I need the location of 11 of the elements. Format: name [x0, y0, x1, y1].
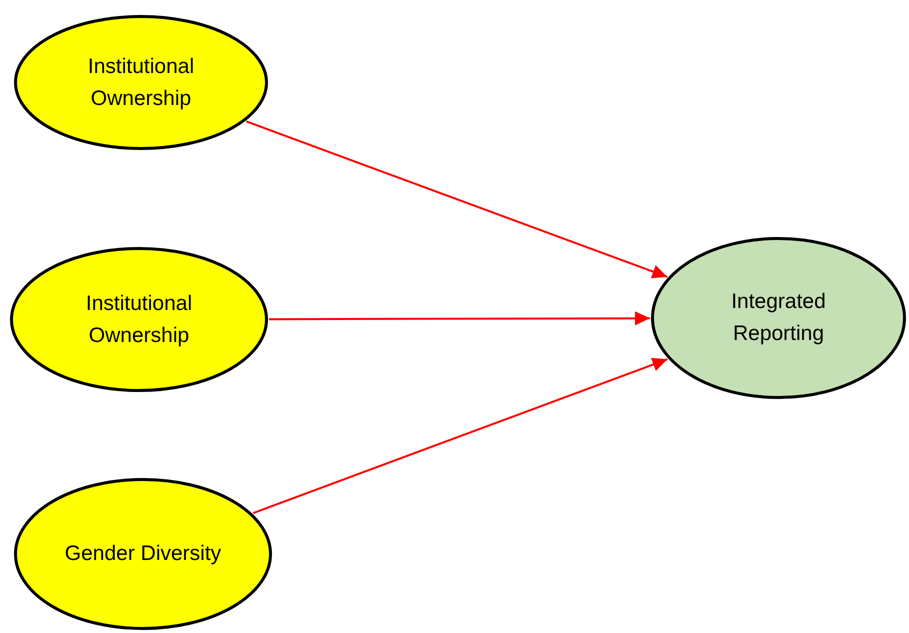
- ellipse-node: [14, 15, 268, 150]
- arrow: [269, 311, 650, 326]
- node-label: Institutional Ownership: [84, 290, 194, 348]
- ellipse-node: [14, 478, 272, 630]
- arrow: [246, 120, 668, 278]
- arrow: [252, 358, 668, 514]
- node-label: Institutional Ownership: [86, 54, 196, 112]
- ellipse-node: [10, 247, 268, 392]
- ellipse-node: [651, 237, 906, 399]
- node-label: Gender Diversity: [64, 541, 222, 567]
- node-label: Integrated Reporting: [730, 289, 827, 347]
